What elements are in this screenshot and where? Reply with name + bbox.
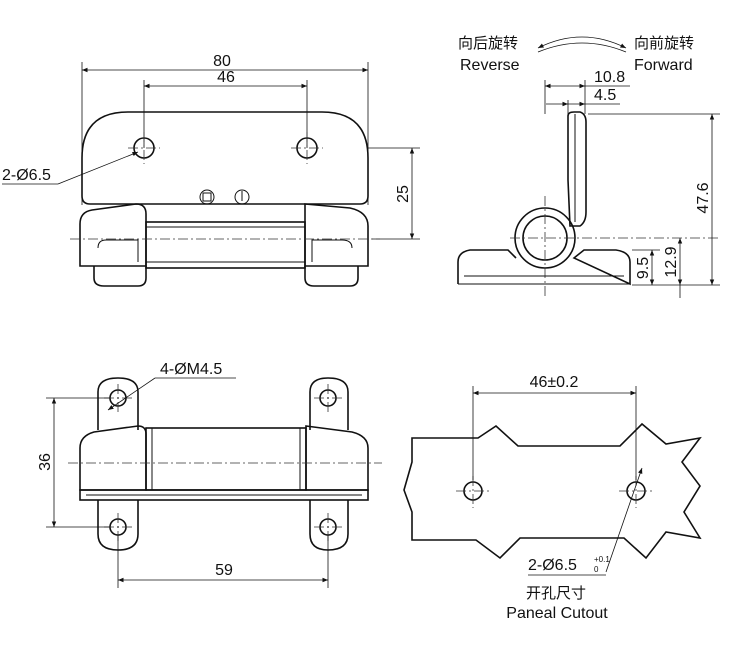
bottom-view: 4-ØM4.5 36 59 [37,361,382,588]
lock-symbol [199,189,215,205]
cutout-view: 46±0.2 2-Ø6.5 +0.1 0 开孔尺寸 Paneal Cutout [403,374,702,622]
forward-en-label: Forward [634,57,693,74]
unlock-symbol [234,189,250,205]
foot-left [93,266,147,287]
bottom-knuckle-right [305,425,369,491]
hinge-leaf-side [567,111,587,227]
ear-top-right [309,377,349,430]
tol-upper: +0.1 [594,555,610,564]
dim-46-label: 46 [217,69,235,86]
bottom-barrel [145,427,307,491]
hinge-barrel [145,221,306,269]
dim-80-label: 80 [213,53,231,70]
reverse-cn-label: 向后旋转 [458,34,518,52]
bottom-base-plate [79,489,369,501]
dim-47-6-label: 47.6 [695,182,712,213]
panel-outline [403,422,702,560]
reverse-en-label: Reverse [460,57,520,74]
dim-12-9-label: 12.9 [663,246,680,277]
dim-4-5-label: 4.5 [594,87,616,104]
forward-cn-label: 向前旋转 [634,34,694,52]
dim-25-label: 25 [395,185,412,203]
dim-10-8-label: 10.8 [594,69,625,86]
rotation-arrow [537,36,627,49]
ear-top-left [97,377,139,430]
bottom-knuckle-left [79,425,147,491]
hole-label: 2-Ø6.5 [2,167,51,184]
dim-46-tol-label: 46±0.2 [530,374,579,391]
dim-59-label: 59 [215,562,233,579]
front-view: 80 46 2-Ø6.5 25 [2,53,420,287]
foot-right [304,266,359,287]
cutout-title-cn: 开孔尺寸 [526,584,586,602]
cutout-hole-label: 2-Ø6.5 [528,557,577,574]
side-view: 向后旋转 Reverse 向前旋转 Forward 10.8 4.5 47. [457,34,720,298]
base-side [457,249,631,286]
cutout-title-en: Paneal Cutout [506,605,608,622]
screw-label: 4-ØM4.5 [160,361,222,378]
hinge-plate-outline [81,111,369,205]
ear-bottom-right [309,500,349,551]
tol-lower: 0 [594,565,599,574]
dim-36-label: 36 [37,453,54,471]
knuckle-left [79,203,147,267]
knuckle-right [304,203,369,267]
dim-9-5-label: 9.5 [635,257,652,279]
